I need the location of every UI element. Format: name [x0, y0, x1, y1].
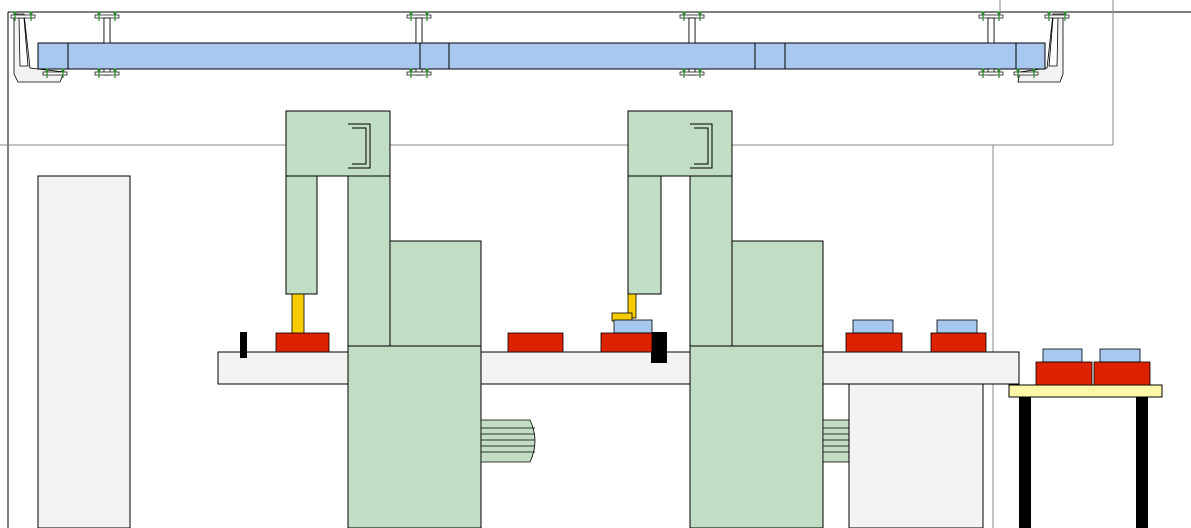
beam-clamp-icon	[406, 68, 432, 78]
machine-1	[285, 110, 536, 528]
beam-clamp-icon	[94, 11, 120, 21]
beam-clamp-icon	[1013, 68, 1039, 78]
motor-1	[480, 419, 536, 463]
conveyor-cabinet	[848, 383, 984, 528]
workpiece	[600, 332, 653, 353]
beam-clamp-icon	[679, 68, 705, 78]
workpiece	[507, 332, 564, 353]
workpiece	[1093, 361, 1151, 386]
workpiece	[930, 332, 987, 353]
beam-clamp-icon	[1044, 11, 1070, 21]
conveyor-belt	[217, 351, 1020, 385]
stopper-left	[240, 332, 247, 358]
machine-2	[627, 110, 850, 528]
workpiece	[845, 332, 903, 353]
beam-clamp-icon	[10, 11, 36, 21]
motor-2	[822, 419, 850, 463]
workpiece	[275, 332, 330, 353]
tray	[613, 319, 653, 334]
overhead-rail-beam	[37, 42, 1046, 70]
beam-hangers	[10, 11, 1070, 78]
side-cabinet	[37, 175, 131, 528]
workpiece	[1035, 361, 1093, 386]
tray	[852, 319, 894, 334]
tray	[1099, 348, 1141, 363]
tray	[936, 319, 978, 334]
beam-clamp-icon	[94, 68, 120, 78]
output-table	[1008, 348, 1163, 528]
gripper-2	[611, 293, 637, 322]
tray	[1042, 348, 1083, 363]
beam-clamp-icon	[42, 68, 68, 78]
gripper-1	[291, 293, 305, 339]
beam-clamp-icon	[978, 68, 1004, 78]
stopper-mid	[651, 332, 667, 363]
workpieces	[275, 319, 987, 353]
